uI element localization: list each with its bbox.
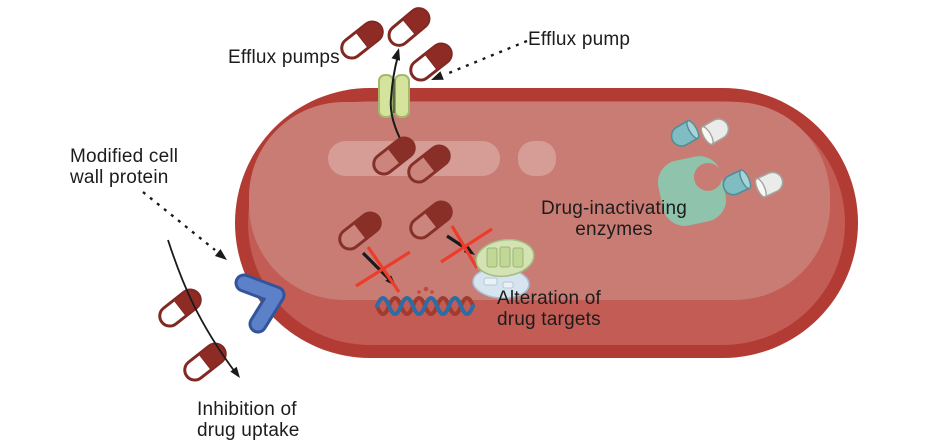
label-efflux-pumps-text: Efflux pumps [228, 47, 340, 68]
label-line: drug uptake [197, 420, 300, 441]
efflux-pump-pointer-arrow [431, 39, 528, 80]
label-modified-cell-wall-protein: Modified cell wall protein [70, 146, 178, 188]
enzyme-pacman-icon [657, 156, 727, 226]
label-line: Inhibition of [197, 399, 297, 420]
label-efflux-pump: Efflux pump [528, 29, 630, 50]
label-line: drug targets [497, 309, 601, 330]
cytoplasm-highlight-blob [518, 141, 556, 176]
label-inhibition-of-drug-uptake: Inhibition of drug uptake [197, 399, 300, 441]
label-efflux-pump-text: Efflux pump [528, 29, 631, 50]
efflux-pump-channel-icon [378, 74, 410, 118]
label-line: Modified cell [70, 146, 179, 167]
modified-cell-wall-protein-icon [234, 273, 286, 334]
drug-deflection-arrow [167, 239, 240, 378]
drug-capsule-icon [154, 284, 206, 332]
label-line: Alteration of [497, 288, 601, 309]
label-efflux-pumps: Efflux pumps [228, 47, 340, 68]
drug-capsule-icon [179, 338, 231, 386]
crossed-out-arrow-icon [440, 225, 493, 269]
drug-capsule-icon [336, 16, 388, 64]
label-line: enzymes [575, 219, 653, 240]
drug-capsule-icon [383, 3, 435, 51]
cytoplasm-highlight-band [328, 141, 500, 176]
dna-helix-icon [375, 286, 475, 316]
ribosome-icon [472, 238, 535, 299]
label-line: Drug-inactivating [541, 198, 687, 219]
label-alteration-of-drug-targets: Alteration of drug targets [497, 288, 601, 330]
drug-capsule-icon [405, 38, 457, 86]
label-drug-inactivating-enzymes: Drug-inactivating enzymes [536, 198, 692, 240]
modified-protein-pointer-arrow [142, 191, 227, 260]
label-line: wall protein [70, 167, 169, 188]
crossed-out-arrow-icon [355, 246, 411, 293]
